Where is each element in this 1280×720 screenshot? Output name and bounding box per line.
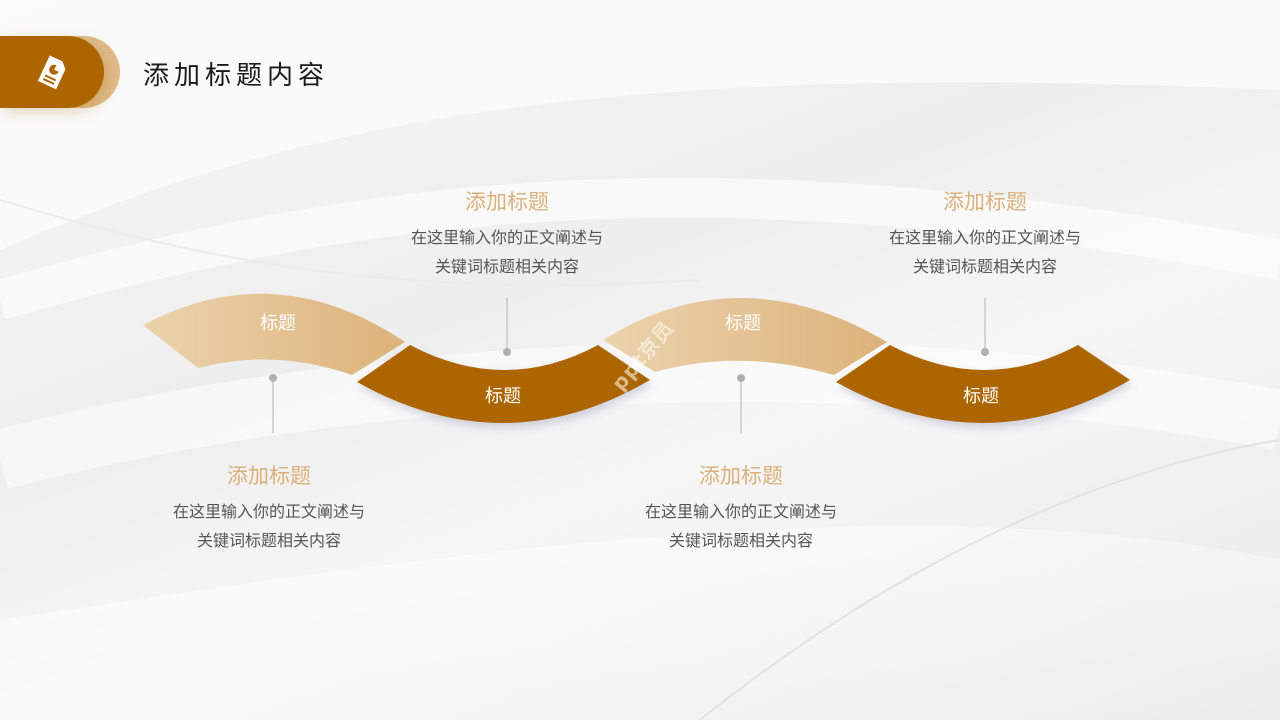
block-desc-line2: 关键词标题相关内容 [196, 531, 341, 550]
block-title: 添加标题 [465, 190, 549, 214]
segment-3-label: 标题 [725, 313, 761, 334]
segment-3 [603, 297, 887, 375]
segment-4-label: 标题 [963, 386, 999, 407]
block-desc-line1: 在这里输入你的正文阐述与 [410, 228, 603, 247]
segment-2-label: 标题 [485, 386, 521, 407]
block-desc-line1: 在这里输入你的正文阐述与 [888, 228, 1081, 247]
document-chart-icon [37, 55, 66, 90]
block-desc-line2: 关键词标题相关内容 [912, 257, 1057, 276]
segment-2 [357, 345, 650, 424]
block-title: 添加标题 [227, 464, 311, 488]
segment-4 [836, 345, 1130, 424]
segment-1-label: 标题 [260, 313, 296, 334]
block-desc-line1: 在这里输入你的正文阐述与 [644, 502, 837, 521]
block-desc-line2: 关键词标题相关内容 [668, 531, 813, 550]
block-title: 添加标题 [943, 190, 1027, 214]
segment-1 [143, 293, 405, 375]
block-desc-line2: 关键词标题相关内容 [434, 257, 579, 276]
text-block-2: 添加标题 在这里输入你的正文阐述与 关键词标题相关内容 [377, 187, 637, 281]
text-block-4: 添加标题 在这里输入你的正文阐述与 关键词标题相关内容 [855, 187, 1115, 281]
block-desc-line1: 在这里输入你的正文阐述与 [172, 502, 365, 521]
text-block-1: 添加标题 在这里输入你的正文阐述与 关键词标题相关内容 [139, 461, 399, 555]
text-block-3: 添加标题 在这里输入你的正文阐述与 关键词标题相关内容 [611, 461, 871, 555]
page-title: 添加标题内容 [143, 61, 330, 91]
block-title: 添加标题 [699, 464, 783, 488]
